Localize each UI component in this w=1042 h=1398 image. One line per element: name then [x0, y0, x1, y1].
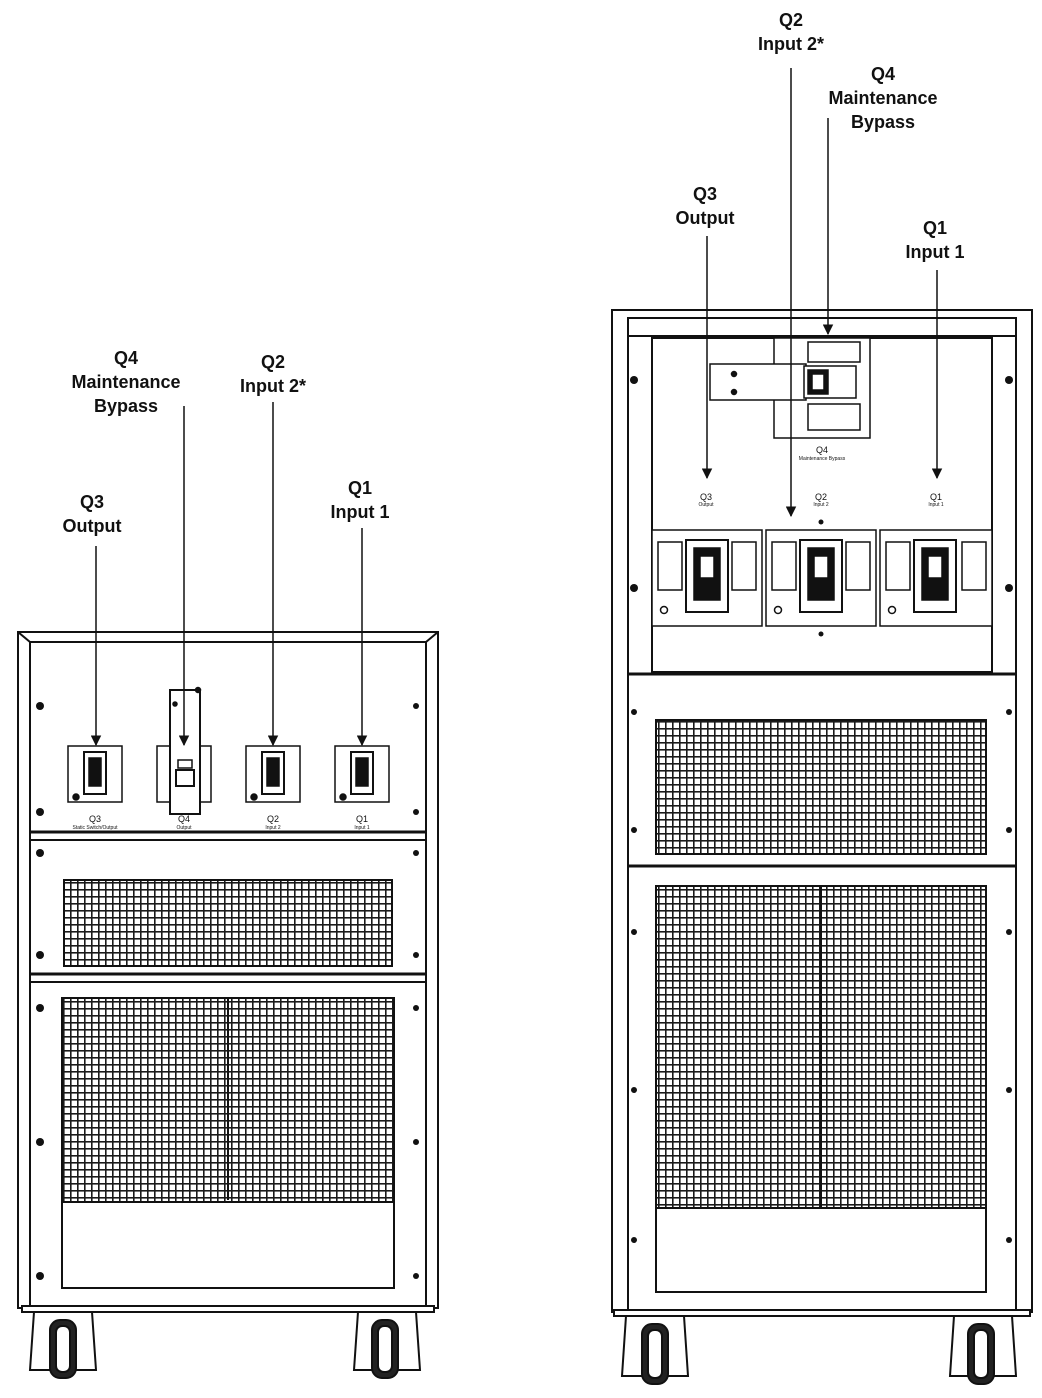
- right-tag-q1-code: Q1: [930, 492, 942, 502]
- right-tag-q2-code: Q2: [815, 492, 827, 502]
- right-label-q1-line1: Input 1: [905, 242, 965, 262]
- right-switch-q1[interactable]: [879, 529, 993, 627]
- left-label-q1: Q1 Input 1: [331, 476, 390, 524]
- right-label-q2: Q2 Input 2*: [758, 8, 824, 56]
- right-label-q3-line1: Output: [675, 208, 735, 228]
- right-label-q3: Q3 Output: [676, 182, 735, 230]
- right-arrows: [701, 68, 943, 518]
- right-ups-cabinet: [611, 309, 1033, 1317]
- right-upper-vent: [655, 719, 987, 855]
- left-screws: [36, 702, 419, 1280]
- right-lower-blank-plate: [655, 1207, 987, 1293]
- left-label-q3-code: Q3: [79, 492, 105, 512]
- left-arrows: [90, 402, 368, 747]
- right-casters: [620, 1315, 1018, 1385]
- left-casters: [28, 1311, 422, 1379]
- left-lower-blank-plate: [61, 1201, 395, 1289]
- right-label-q3-code: Q3: [692, 184, 718, 204]
- left-tag-q1-code: Q1: [356, 814, 368, 824]
- left-label-q2-line1: Input 2*: [240, 376, 306, 396]
- right-tag-q3-code: Q3: [700, 492, 712, 502]
- left-label-q1-code: Q1: [347, 478, 372, 498]
- left-label-q4-code: Q4: [113, 348, 138, 368]
- left-label-q4: Q4 Maintenance Bypass: [71, 346, 180, 418]
- left-label-q3-line1: Output: [62, 516, 122, 536]
- right-label-q4-line1: Maintenance: [828, 88, 938, 108]
- left-switch-q4[interactable]: [156, 686, 212, 815]
- right-label-q4: Q4 Maintenance Bypass: [828, 62, 937, 134]
- right-label-q4-code: Q4: [870, 64, 895, 84]
- left-tag-q4-code: Q4: [178, 814, 190, 824]
- left-tag-q1-sub: Input 1: [354, 825, 370, 831]
- right-tag-q1-sub: Input 1: [928, 502, 944, 508]
- right-tag-q4-sub: Maintenance Bypass: [799, 456, 846, 462]
- right-label-q1: Q1 Input 1: [906, 216, 965, 264]
- left-tag-q3-sub: Static Switch/Output: [72, 825, 118, 831]
- right-switch-q4[interactable]: [709, 337, 871, 439]
- right-tag-q3-sub: Output: [698, 502, 714, 508]
- left-tag-q2-sub: Input 2: [265, 825, 281, 831]
- left-tag-q3-code: Q3: [89, 814, 101, 824]
- left-label-q4-line2: Bypass: [93, 396, 159, 416]
- left-switch-q3[interactable]: [67, 745, 123, 803]
- right-screws: [630, 376, 1013, 1243]
- right-label-q2-line1: Input 2*: [758, 34, 824, 54]
- right-label-q4-line2: Bypass: [850, 112, 916, 132]
- right-switch-q3[interactable]: [651, 529, 763, 627]
- left-switch-q1[interactable]: [334, 745, 390, 803]
- right-tag-q2-sub: Input 2: [813, 502, 829, 508]
- left-switch-q2[interactable]: [245, 745, 301, 803]
- right-label-q2-code: Q2: [778, 10, 803, 30]
- left-tag-q2-code: Q2: [267, 814, 279, 824]
- left-tag-q4-sub: Output: [176, 825, 192, 831]
- left-label-q1-line1: Input 1: [330, 502, 390, 522]
- left-label-q2: Q2 Input 2*: [240, 350, 306, 398]
- right-tag-q4-code: Q4: [816, 445, 828, 455]
- left-label-q3: Q3 Output: [63, 490, 122, 538]
- right-label-q1-code: Q1: [922, 218, 947, 238]
- left-upper-vent: [63, 879, 393, 967]
- left-ups-cabinet: [17, 631, 439, 1313]
- left-label-q2-code: Q2: [260, 352, 285, 372]
- left-label-q4-line1: Maintenance: [71, 372, 181, 392]
- right-switch-q2[interactable]: [765, 529, 877, 627]
